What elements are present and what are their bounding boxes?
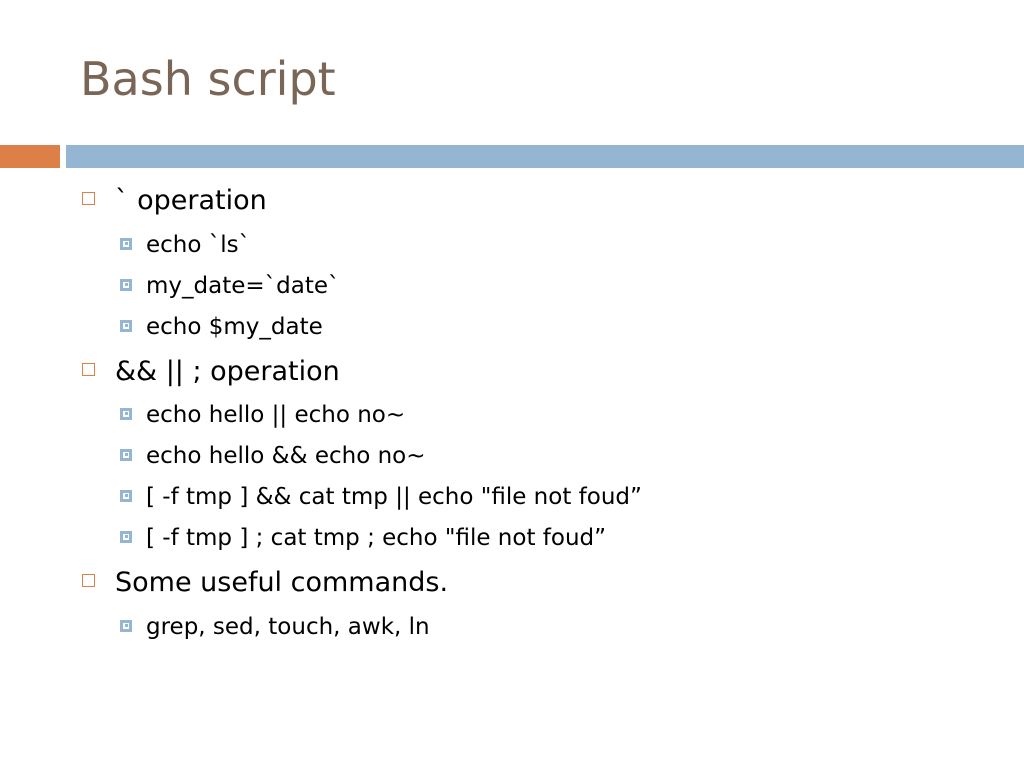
sub-bullet-item: my_date=`date`: [120, 272, 340, 300]
sub-bullet-item: [ -f tmp ] && cat tmp || echo "file not …: [120, 483, 642, 511]
square-bullet-icon: [120, 407, 132, 420]
sub-bullet-text: echo `ls`: [146, 232, 251, 258]
bullet-item: && || ; operation: [82, 355, 340, 389]
sub-bullet-text: echo hello || echo no~: [146, 402, 406, 428]
bullet-item: Some useful commands.: [82, 566, 448, 600]
sub-bullet-text: my_date=`date`: [146, 273, 340, 299]
sub-bullet-text: grep, sed, touch, awk, ln: [146, 614, 430, 640]
sub-bullet-item: echo hello || echo no~: [120, 401, 405, 429]
slide-title: Bash script: [80, 52, 336, 106]
hollow-square-bullet-icon: [82, 192, 95, 205]
title-divider-bar: [66, 145, 1024, 168]
bullet-text: && || ; operation: [115, 356, 340, 387]
square-bullet-icon: [120, 278, 132, 291]
hollow-square-bullet-icon: [82, 363, 95, 376]
square-bullet-icon: [120, 448, 132, 461]
sub-bullet-item: echo `ls`: [120, 231, 250, 259]
sub-bullet-text: echo $my_date: [146, 314, 323, 340]
sub-bullet-text: [ -f tmp ] && cat tmp || echo "file not …: [146, 484, 642, 510]
title-accent-bar: [0, 145, 60, 168]
sub-bullet-item: grep, sed, touch, awk, ln: [120, 613, 430, 641]
square-bullet-icon: [120, 489, 132, 502]
square-bullet-icon: [120, 530, 132, 543]
square-bullet-icon: [120, 319, 132, 332]
square-bullet-icon: [120, 619, 132, 632]
sub-bullet-item: [ -f tmp ] ; cat tmp ; echo "file not fo…: [120, 524, 606, 552]
sub-bullet-text: echo hello && echo no~: [146, 443, 426, 469]
hollow-square-bullet-icon: [82, 574, 95, 587]
sub-bullet-item: echo hello && echo no~: [120, 442, 426, 470]
sub-bullet-text: [ -f tmp ] ; cat tmp ; echo "file not fo…: [146, 525, 607, 551]
bullet-text: ` operation: [115, 185, 267, 216]
bullet-text: Some useful commands.: [115, 567, 449, 598]
bullet-item: ` operation: [82, 184, 267, 218]
sub-bullet-item: echo $my_date: [120, 313, 323, 341]
square-bullet-icon: [120, 237, 132, 250]
